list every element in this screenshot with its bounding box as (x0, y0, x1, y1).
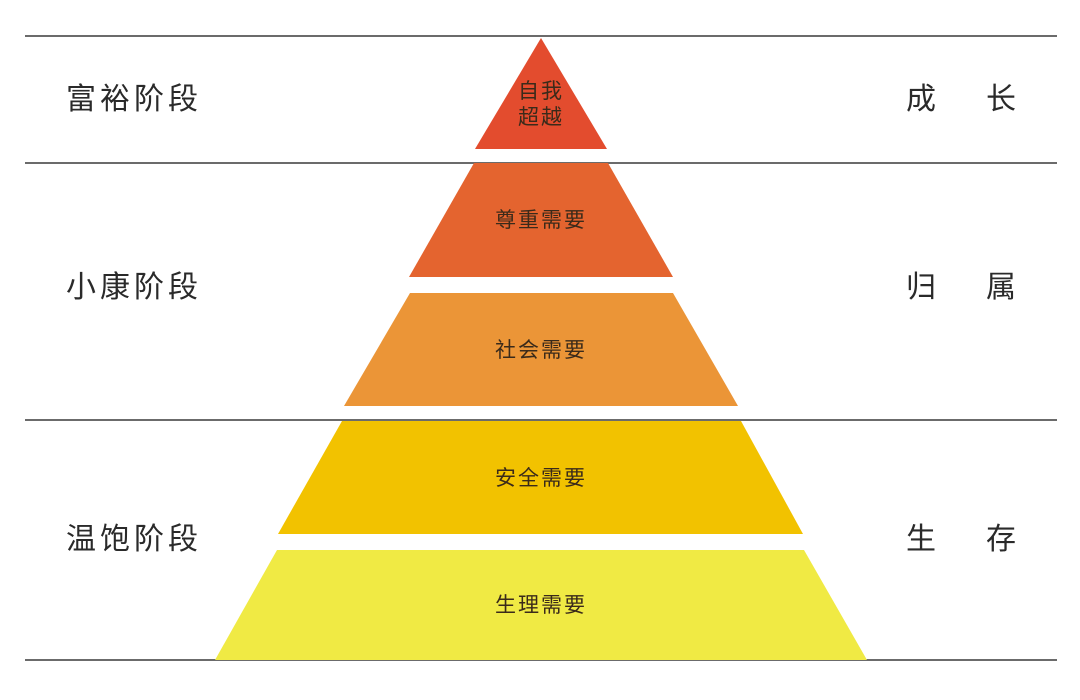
level-physiological (215, 550, 867, 660)
theme-char: 成 (906, 82, 936, 117)
level-label-line2: 超越 (518, 105, 564, 129)
divider-top (25, 35, 1057, 37)
level-label-line1: 自我 (518, 79, 564, 103)
theme-char: 归 (906, 270, 936, 305)
divider-comfort-subsistence (25, 419, 1057, 421)
theme-char: 属 (986, 270, 1016, 305)
level-esteem-label: 尊重需要 (495, 208, 587, 232)
stage-label-rich: 富裕阶段 (66, 82, 202, 117)
theme-label-growth: 成 长 (906, 82, 1016, 118)
level-social-label: 社会需要 (495, 338, 587, 362)
level-safety-label: 安全需要 (495, 466, 587, 490)
theme-char: 生 (906, 522, 936, 557)
level-esteem (409, 163, 673, 277)
level-social (344, 293, 738, 406)
theme-char: 长 (986, 82, 1016, 117)
level-self-transcendence (475, 38, 607, 149)
theme-char: 存 (986, 522, 1016, 557)
stage-label-comfort: 小康阶段 (66, 270, 202, 305)
theme-label-belonging: 归 属 (906, 270, 1016, 306)
stage-label-subsistence: 温饱阶段 (66, 522, 202, 557)
level-self-transcendence-label: 自我 超越 (491, 78, 591, 130)
theme-label-survival: 生 存 (906, 522, 1016, 558)
level-physiological-label: 生理需要 (495, 593, 587, 617)
level-safety (278, 421, 803, 534)
